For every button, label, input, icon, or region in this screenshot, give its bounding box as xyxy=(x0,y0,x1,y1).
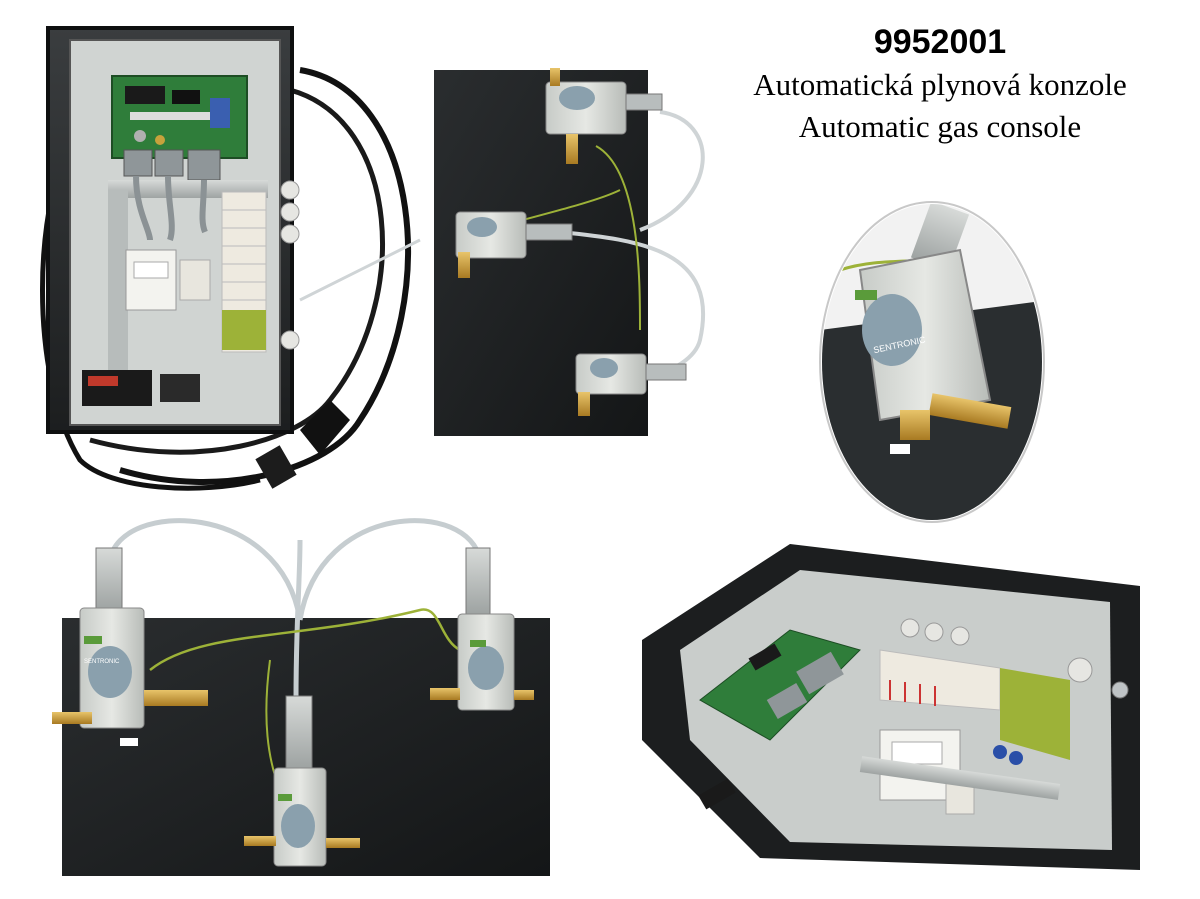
product-code: 9952001 xyxy=(873,23,1007,61)
title-block: 9952001 Automatická plynová konzole Auto… xyxy=(720,22,1160,146)
photo-sensor-closeup: SENTRONIC xyxy=(819,201,1045,523)
photo-gas-panel-bottom: SENTRONIC xyxy=(52,518,550,876)
photo-control-box xyxy=(40,26,411,491)
title-english: Automatic gas console xyxy=(798,109,1082,144)
title-czech: Automatická plynová konzole xyxy=(753,67,1127,102)
photo-gas-panel-top xyxy=(299,68,706,436)
photo-control-box-angled xyxy=(642,544,1140,870)
panel-sensor-brand-name: SENTRONIC xyxy=(84,659,120,665)
